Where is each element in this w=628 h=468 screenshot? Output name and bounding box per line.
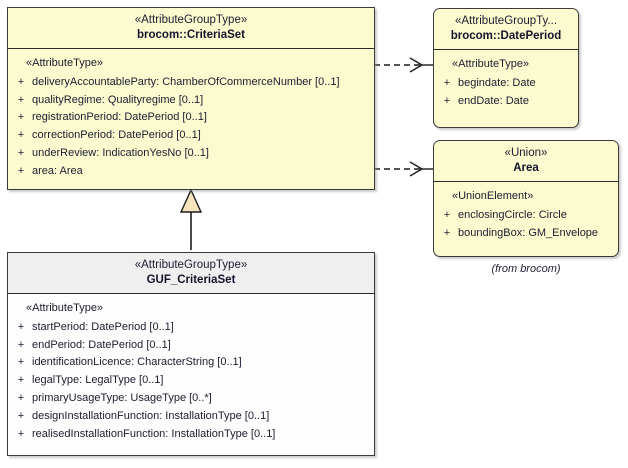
attribute-label: deliveryAccountableParty: ChamberOfComme… <box>32 75 340 88</box>
attribute-label: primaryUsageType: UsageType [0..*] <box>32 392 212 405</box>
visibility-marker: + <box>443 226 451 239</box>
attribute-row: + identificationLicence: CharacterString… <box>10 354 372 372</box>
class-box-criteriaset[interactable]: «AttributeGroupType» brocom::CriteriaSet… <box>7 7 375 190</box>
visibility-marker: + <box>17 93 25 106</box>
attribute-label: qualityRegime: Qualityregime [0..1] <box>32 93 204 106</box>
class-name: brocom::DatePeriod <box>450 30 562 43</box>
attribute-row: + boundingBox: GM_Envelope <box>436 225 616 243</box>
class-attributes-compartment-gufcriteriaset: «AttributeType» + startPeriod: DatePerio… <box>8 294 374 450</box>
visibility-marker: + <box>17 374 25 387</box>
attribute-label: legalType: LegalType [0..1] <box>32 374 164 387</box>
attribute-row: + enclosingCircle: Circle <box>436 207 616 225</box>
class-box-area[interactable]: «Union» Area «UnionElement» + enclosingC… <box>433 140 619 257</box>
class-header-gufcriteriaset: «AttributeGroupType» GUF_CriteriaSet <box>8 253 374 295</box>
attribute-row: + deliveryAccountableParty: ChamberOfCom… <box>10 74 372 92</box>
attribute-row: + underReview: IndicationYesNo [0..1] <box>10 145 372 163</box>
class-attributes-compartment-dateperiod: «AttributeType» + begindate: Date + endD… <box>434 50 578 117</box>
attribute-row: + primaryUsageType: UsageType [0..*] <box>10 390 372 408</box>
visibility-marker: + <box>17 147 25 160</box>
attribute-row: + begindate: Date <box>436 75 576 93</box>
visibility-marker: + <box>443 76 451 89</box>
relationship-dependency-dateperiod <box>374 57 433 73</box>
visibility-marker: + <box>17 129 25 142</box>
compartment-stereotype: «AttributeType» <box>26 302 104 315</box>
attribute-label: endPeriod: DatePeriod [0..1] <box>32 338 171 351</box>
class-name: Area <box>513 162 539 175</box>
class-attributes-compartment-criteriaset: «AttributeType» + deliveryAccountablePar… <box>8 49 374 187</box>
attribute-row: + correctionPeriod: DatePeriod [0..1] <box>10 127 372 145</box>
class-stereotype: «AttributeGroupType» <box>134 259 248 271</box>
class-name: GUF_CriteriaSet <box>146 274 236 287</box>
visibility-marker: + <box>17 427 25 440</box>
attribute-label: area: Area <box>32 164 83 177</box>
attribute-label: enclosingCircle: Circle <box>458 208 567 221</box>
attribute-label: realisedInstallationFunction: Installati… <box>32 427 276 440</box>
visibility-marker: + <box>443 94 451 107</box>
attribute-row: + registrationPeriod: DatePeriod [0..1] <box>10 109 372 127</box>
class-stereotype: «AttributeGroupType» <box>134 14 248 26</box>
attribute-label: boundingBox: GM_Envelope <box>458 226 599 239</box>
visibility-marker: + <box>17 356 25 369</box>
class-box-gufcriteriaset[interactable]: «AttributeGroupType» GUF_CriteriaSet «At… <box>7 252 375 456</box>
attribute-row: + area: Area <box>10 163 372 181</box>
visibility-marker: + <box>443 208 451 221</box>
class-header-criteriaset: «AttributeGroupType» brocom::CriteriaSet <box>8 8 374 50</box>
class-header-area: «Union» Area <box>434 141 618 183</box>
attribute-label: begindate: Date <box>458 76 536 89</box>
class-box-dateperiod[interactable]: «AttributeGroupTy... brocom::DatePeriod … <box>433 8 579 128</box>
attribute-row: + designInstallationFunction: Installati… <box>10 408 372 426</box>
visibility-marker: + <box>17 338 25 351</box>
class-attributes-compartment-area: «UnionElement» + enclosingCircle: Circle… <box>434 182 618 249</box>
compartment-stereotype: «UnionElement» <box>452 190 534 203</box>
attribute-label: startPeriod: DatePeriod [0..1] <box>32 320 174 333</box>
attribute-label: registrationPeriod: DatePeriod [0..1] <box>32 111 207 124</box>
attribute-row: + startPeriod: DatePeriod [0..1] <box>10 319 372 337</box>
visibility-marker: + <box>17 111 25 124</box>
attribute-label: designInstallationFunction: Installation… <box>32 409 270 422</box>
from-package-note: (from brocom) <box>491 263 561 275</box>
attribute-row: + qualityRegime: Qualityregime [0..1] <box>10 92 372 110</box>
attribute-label: correctionPeriod: DatePeriod [0..1] <box>32 129 201 142</box>
compartment-stereotype: «AttributeType» <box>452 58 530 71</box>
class-stereotype: «AttributeGroupTy... <box>454 15 558 27</box>
visibility-marker: + <box>17 320 25 333</box>
open-arrowhead-icon <box>409 57 423 73</box>
compartment-stereotype: «AttributeType» <box>26 57 104 70</box>
attribute-label: underReview: IndicationYesNo [0..1] <box>32 147 209 160</box>
attribute-row: + legalType: LegalType [0..1] <box>10 372 372 390</box>
relationship-generalization-guf <box>179 188 203 250</box>
class-stereotype: «Union» <box>504 147 548 159</box>
visibility-marker: + <box>17 75 25 88</box>
class-name: brocom::CriteriaSet <box>137 29 245 42</box>
attribute-label: identificationLicence: CharacterString [… <box>32 356 242 369</box>
visibility-marker: + <box>17 392 25 405</box>
class-header-dateperiod: «AttributeGroupTy... brocom::DatePeriod <box>434 9 578 51</box>
hollow-triangle-icon <box>179 188 203 213</box>
attribute-row: + endDate: Date <box>436 93 576 111</box>
visibility-marker: + <box>17 409 25 422</box>
attribute-label: endDate: Date <box>458 94 529 107</box>
relationship-dependency-area <box>374 161 433 177</box>
open-arrowhead-icon <box>409 161 423 177</box>
visibility-marker: + <box>17 164 25 177</box>
attribute-row: + realisedInstallationFunction: Installa… <box>10 426 372 444</box>
attribute-row: + endPeriod: DatePeriod [0..1] <box>10 337 372 355</box>
